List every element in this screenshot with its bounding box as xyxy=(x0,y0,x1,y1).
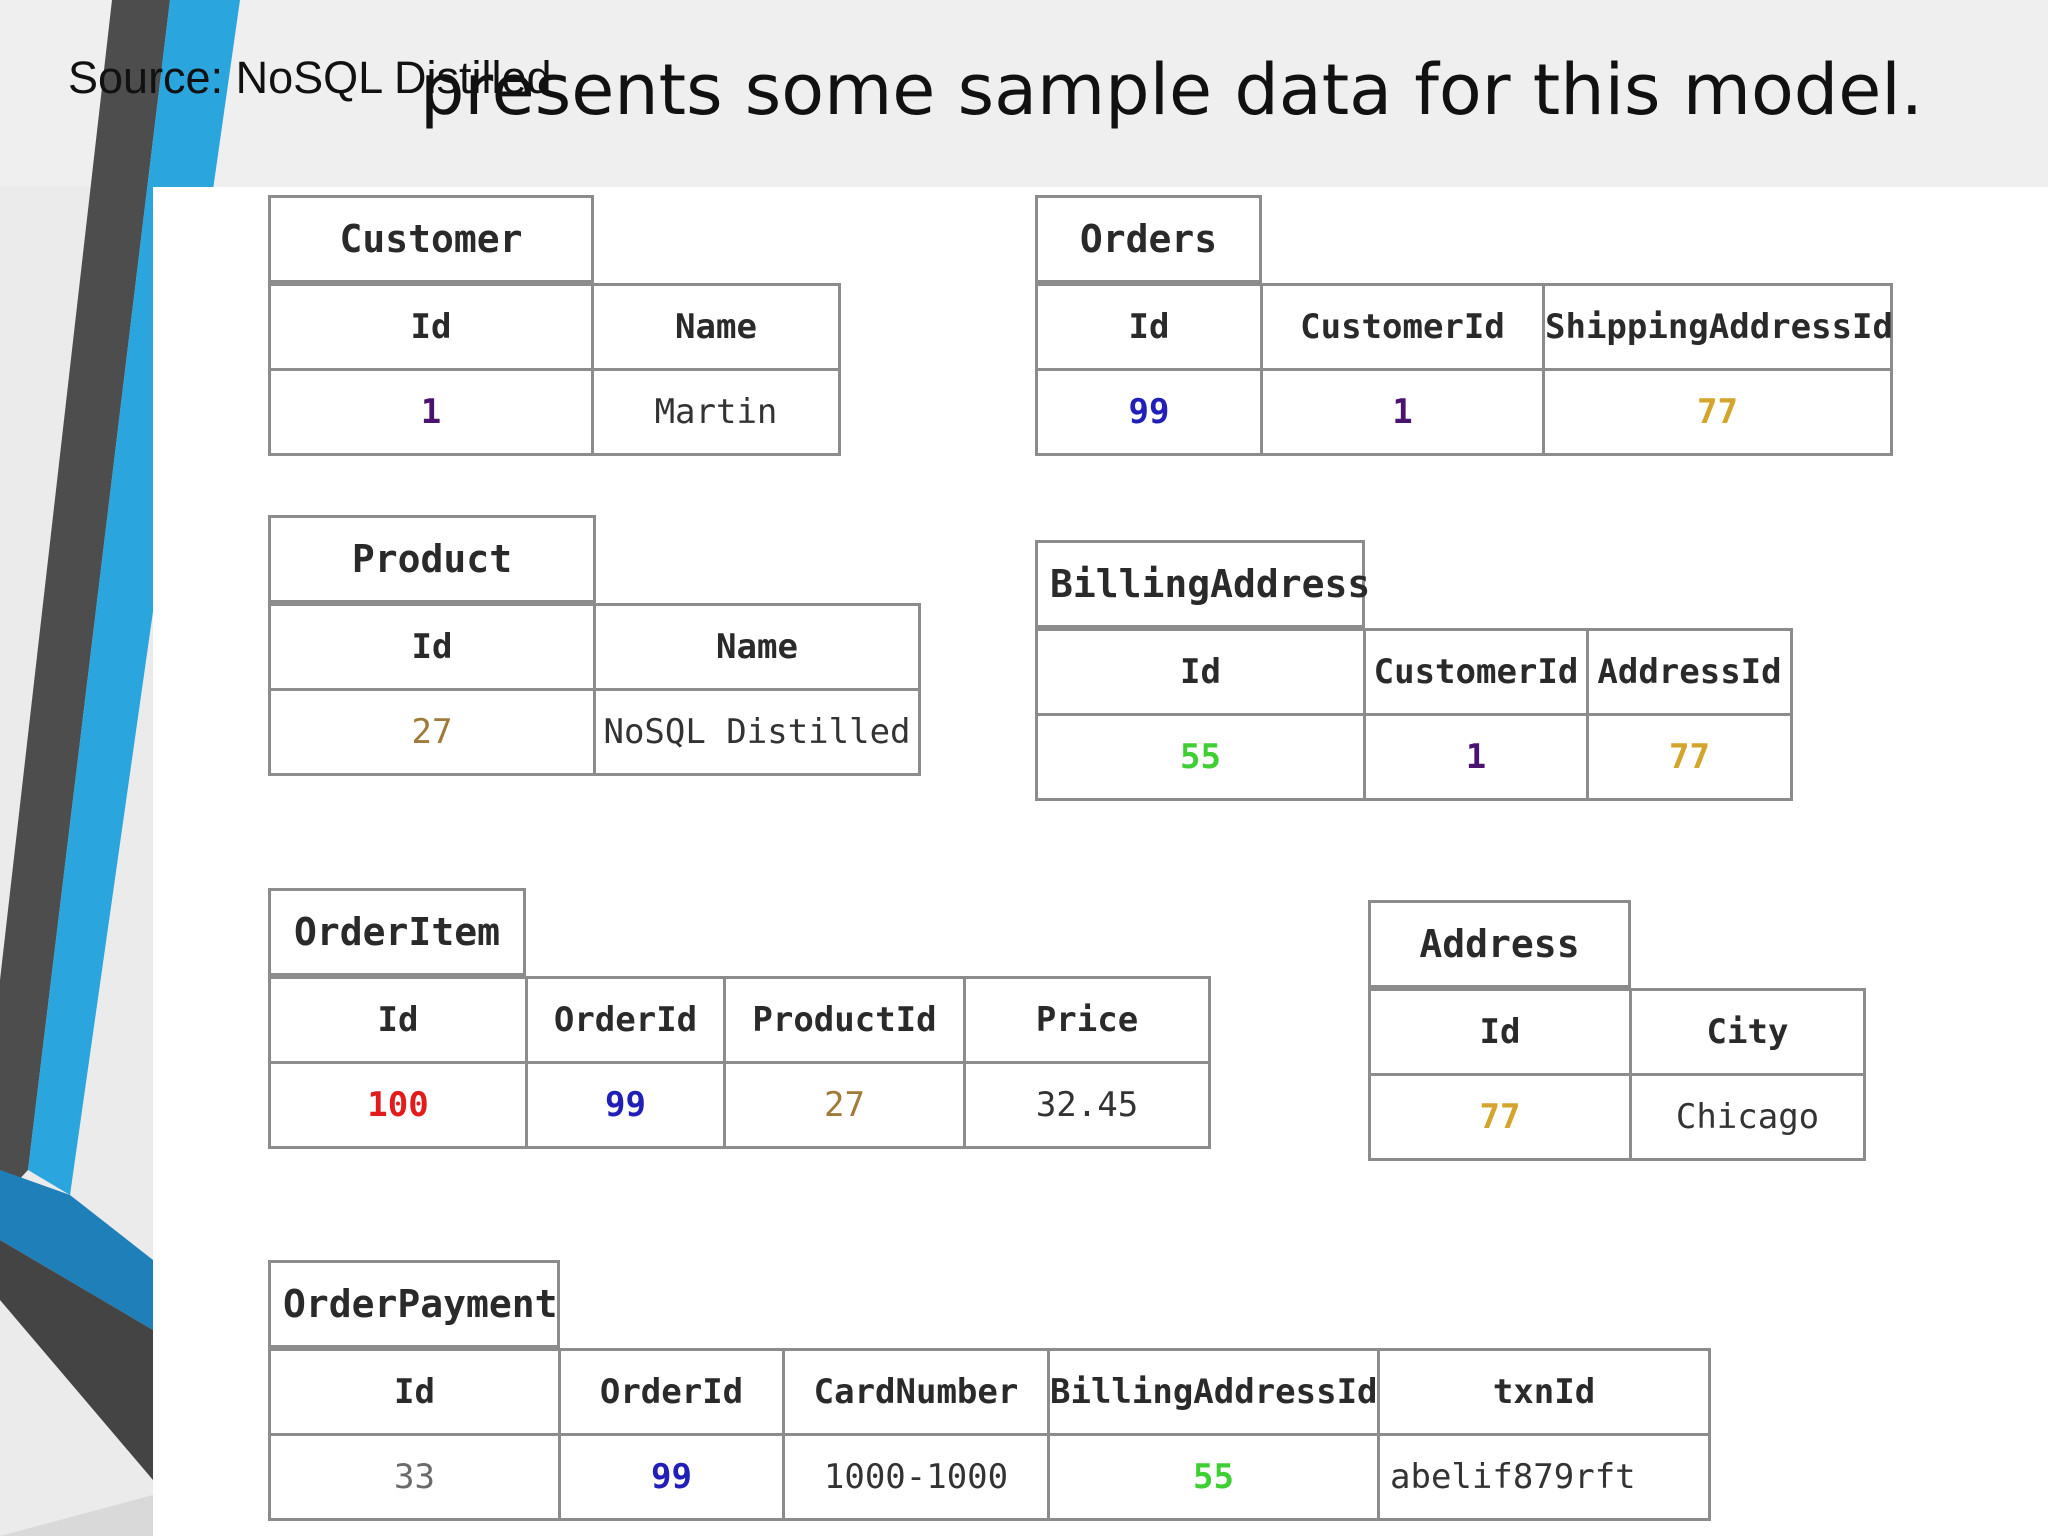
table-row: 27 NoSQL Distilled xyxy=(268,688,921,776)
header-cell: OrderId xyxy=(558,1348,785,1436)
table-row: 55 1 77 xyxy=(1035,713,1793,801)
table-row: 77 Chicago xyxy=(1368,1073,1866,1161)
table-cell: 55 xyxy=(1047,1433,1380,1521)
data-grid: Id CustomerId AddressId 55 1 77 xyxy=(1035,628,1793,801)
table-title: Product xyxy=(268,515,596,603)
table-title: Orders xyxy=(1035,195,1262,283)
header-cell: Id xyxy=(268,283,594,371)
header-cell: Id xyxy=(268,1348,561,1436)
header-row: Id OrderId ProductId Price xyxy=(268,976,1211,1064)
table-title: BillingAddress xyxy=(1035,540,1370,628)
table-cell: 99 xyxy=(525,1061,726,1149)
header-cell: Id xyxy=(268,603,596,691)
slide-title: presents some sample data for this model… xyxy=(420,49,1923,131)
table-row: 100 99 27 32.45 xyxy=(268,1061,1211,1149)
table-row: 1 Martin xyxy=(268,368,841,456)
table-cell: 27 xyxy=(723,1061,966,1149)
header-row: Id OrderId CardNumber BillingAddressId t… xyxy=(268,1348,1711,1436)
order-payment-table: OrderPayment Id OrderId CardNumber Billi… xyxy=(268,1260,1711,1530)
table-cell: abelif879rft xyxy=(1377,1433,1711,1521)
data-grid: Id OrderId ProductId Price 100 99 27 32.… xyxy=(268,976,1211,1149)
header-row: Id Name xyxy=(268,603,921,691)
table-cell: 77 xyxy=(1368,1073,1632,1161)
address-table: Address Id City 77 Chicago xyxy=(1368,900,1866,1170)
header-cell: AddressId xyxy=(1586,628,1793,716)
customer-table: Customer Id Name 1 Martin xyxy=(268,195,841,465)
data-grid: Id CustomerId ShippingAddressId 99 1 77 xyxy=(1035,283,1893,456)
product-table: Product Id Name 27 NoSQL Distilled xyxy=(268,515,921,785)
header-cell: OrderId xyxy=(525,976,726,1064)
header-cell: ShippingAddressId xyxy=(1542,283,1893,371)
table-title: OrderPayment xyxy=(268,1260,560,1348)
table-title: Customer xyxy=(268,195,594,283)
table-cell: 1 xyxy=(1363,713,1589,801)
header-cell: Name xyxy=(591,283,841,371)
header-cell: Id xyxy=(1368,988,1632,1076)
header-cell: txnId xyxy=(1377,1348,1711,1436)
table-cell: NoSQL Distilled xyxy=(593,688,921,776)
header-cell: City xyxy=(1629,988,1866,1076)
order-item-table: OrderItem Id OrderId ProductId Price 100… xyxy=(268,888,1211,1158)
header-row: Id CustomerId ShippingAddressId xyxy=(1035,283,1893,371)
table-cell: 55 xyxy=(1035,713,1366,801)
header-cell: Name xyxy=(593,603,921,691)
data-grid: Id OrderId CardNumber BillingAddressId t… xyxy=(268,1348,1711,1521)
table-cell: 99 xyxy=(558,1433,785,1521)
header-cell: Id xyxy=(1035,628,1366,716)
table-cell: 100 xyxy=(268,1061,528,1149)
table-cell: 1 xyxy=(1260,368,1545,456)
table-cell: 1000-1000 xyxy=(782,1433,1050,1521)
billing-address-table: BillingAddress Id CustomerId AddressId 5… xyxy=(1035,540,1793,810)
header-row: Id Name xyxy=(268,283,841,371)
table-cell: Martin xyxy=(591,368,841,456)
header-cell: CustomerId xyxy=(1260,283,1545,371)
header-cell: ProductId xyxy=(723,976,966,1064)
header-cell: Price xyxy=(963,976,1211,1064)
table-cell: 77 xyxy=(1586,713,1793,801)
header-row: Id City xyxy=(1368,988,1866,1076)
table-cell: 77 xyxy=(1542,368,1893,456)
header-cell: Id xyxy=(1035,283,1263,371)
header-cell: BillingAddressId xyxy=(1047,1348,1380,1436)
table-row: 99 1 77 xyxy=(1035,368,1893,456)
table-cell: 99 xyxy=(1035,368,1263,456)
table-title: OrderItem xyxy=(268,888,526,976)
header-row: Id CustomerId AddressId xyxy=(1035,628,1793,716)
source-caption: Source: NoSQL Distilled xyxy=(68,52,552,103)
data-grid: Id Name 27 NoSQL Distilled xyxy=(268,603,921,776)
table-cell: Chicago xyxy=(1629,1073,1866,1161)
header-cell: Id xyxy=(268,976,528,1064)
table-row: 33 99 1000-1000 55 abelif879rft xyxy=(268,1433,1711,1521)
table-cell: 33 xyxy=(268,1433,561,1521)
data-grid: Id City 77 Chicago xyxy=(1368,988,1866,1161)
header-cell: CardNumber xyxy=(782,1348,1050,1436)
table-cell: 1 xyxy=(268,368,594,456)
orders-table: Orders Id CustomerId ShippingAddressId 9… xyxy=(1035,195,1893,465)
table-cell: 27 xyxy=(268,688,596,776)
table-title: Address xyxy=(1368,900,1631,988)
data-grid: Id Name 1 Martin xyxy=(268,283,841,456)
table-cell: 32.45 xyxy=(963,1061,1211,1149)
header-cell: CustomerId xyxy=(1363,628,1589,716)
